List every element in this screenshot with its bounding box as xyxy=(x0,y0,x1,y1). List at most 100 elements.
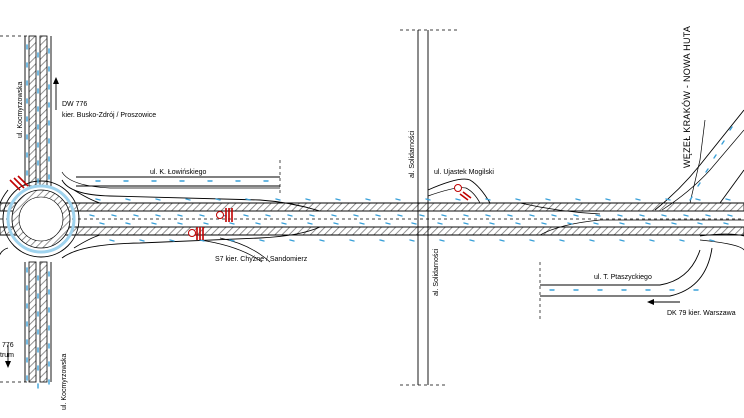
lane-mark xyxy=(605,198,611,201)
lane-mark xyxy=(215,198,221,201)
lane-mark xyxy=(419,214,425,217)
lane-mark xyxy=(661,214,667,217)
lane-mark xyxy=(697,182,701,187)
lane-mark xyxy=(551,214,557,217)
lane-mark xyxy=(589,239,595,242)
lane-mark xyxy=(365,198,371,201)
lane-mark xyxy=(489,222,495,225)
signal-icon xyxy=(9,175,29,191)
ujastek-label: ul. Ujastek Mogilski xyxy=(434,169,494,176)
lane-mark xyxy=(559,239,565,242)
lane-mark xyxy=(619,239,625,242)
lane-mark xyxy=(229,239,235,242)
lane-mark xyxy=(709,239,715,242)
lane-mark xyxy=(155,198,161,201)
lane-mark xyxy=(635,198,641,201)
lane-mark xyxy=(455,198,461,201)
kocmyrzowska-top-label: ul. Kocmyrzowska xyxy=(17,81,24,138)
lane-mark xyxy=(125,198,131,201)
lane-mark xyxy=(275,198,281,201)
arrow-icon xyxy=(5,345,11,368)
left-776-label: 776 xyxy=(2,342,14,349)
lane-mark xyxy=(705,168,709,173)
lane-mark xyxy=(349,239,355,242)
kocmyrzowska-road xyxy=(0,35,52,383)
lane-mark xyxy=(713,154,717,159)
lane-mark xyxy=(385,222,391,225)
lane-mark xyxy=(139,239,145,242)
dw776-label: DW 776 xyxy=(62,101,87,108)
signal-icon xyxy=(216,208,233,222)
lane-markings xyxy=(26,44,733,389)
lane-mark xyxy=(259,239,265,242)
lane-mark xyxy=(169,239,175,242)
lane-mark xyxy=(111,214,117,217)
lane-mark xyxy=(545,198,551,201)
lane-mark xyxy=(463,222,469,225)
lane-mark xyxy=(507,214,513,217)
lane-mark xyxy=(99,222,105,225)
lane-mark xyxy=(331,214,337,217)
solidarnosci-road xyxy=(400,29,460,386)
lane-mark xyxy=(705,214,711,217)
lane-mark xyxy=(619,222,625,225)
signal-icon xyxy=(454,184,472,201)
lane-mark xyxy=(725,198,731,201)
lane-mark xyxy=(95,198,101,201)
lane-mark xyxy=(359,222,365,225)
lane-mark xyxy=(333,222,339,225)
lane-mark xyxy=(541,222,547,225)
lane-mark xyxy=(177,222,183,225)
lane-mark xyxy=(567,222,573,225)
dk79-label: DK 79 kier. Warszawa xyxy=(667,310,736,317)
s7-main-road xyxy=(0,202,744,236)
lane-mark xyxy=(529,214,535,217)
lane-mark xyxy=(437,222,443,225)
interchange-name-label: WĘZEŁ KRAKÓW - NOWA HUTA xyxy=(682,26,692,168)
lane-mark xyxy=(265,214,271,217)
lane-mark xyxy=(411,222,417,225)
lane-mark xyxy=(649,239,655,242)
lane-mark xyxy=(309,214,315,217)
lane-mark xyxy=(133,214,139,217)
lane-mark xyxy=(697,222,703,225)
lane-mark xyxy=(645,222,651,225)
lane-mark xyxy=(617,214,623,217)
lane-mark xyxy=(679,239,685,242)
lane-mark xyxy=(575,198,581,201)
kocmyrzowska-bottom-label: ul. Kocmyrzowska xyxy=(61,353,68,410)
lane-mark xyxy=(695,198,701,201)
signal-icon xyxy=(188,227,204,240)
lane-mark xyxy=(721,140,725,145)
arrow-icon xyxy=(647,299,680,305)
ramps-west xyxy=(61,171,321,263)
lane-mark xyxy=(409,239,415,242)
lane-mark xyxy=(203,222,209,225)
lowinskiego-street xyxy=(76,160,281,195)
lane-mark xyxy=(595,214,601,217)
lane-mark xyxy=(307,222,313,225)
lane-mark xyxy=(441,214,447,217)
lane-mark xyxy=(395,198,401,201)
lane-mark xyxy=(485,214,491,217)
ujastek-street xyxy=(427,178,491,204)
lane-mark xyxy=(245,198,251,201)
lane-mark xyxy=(109,239,115,242)
dw776-direction-label: kier. Busko-Zdrój / Proszowice xyxy=(62,112,156,119)
solidarnosci-top-label: al. Solidarności xyxy=(409,130,416,178)
lane-mark xyxy=(151,222,157,225)
lane-mark xyxy=(515,198,521,201)
left-trum-label: trum xyxy=(0,352,14,359)
lane-mark xyxy=(727,214,733,217)
lane-mark xyxy=(177,214,183,217)
lane-mark xyxy=(723,222,729,225)
lane-mark xyxy=(185,198,191,201)
lane-mark xyxy=(593,222,599,225)
lane-mark xyxy=(199,214,205,217)
lane-mark xyxy=(243,214,249,217)
ptaszyckiego-label: ul. T. Ptaszyckiego xyxy=(594,274,652,281)
lane-mark xyxy=(199,239,205,242)
lowinskiego-label: ul. K. Łowińskiego xyxy=(150,169,207,176)
lane-mark xyxy=(89,214,95,217)
lane-mark xyxy=(469,239,475,242)
